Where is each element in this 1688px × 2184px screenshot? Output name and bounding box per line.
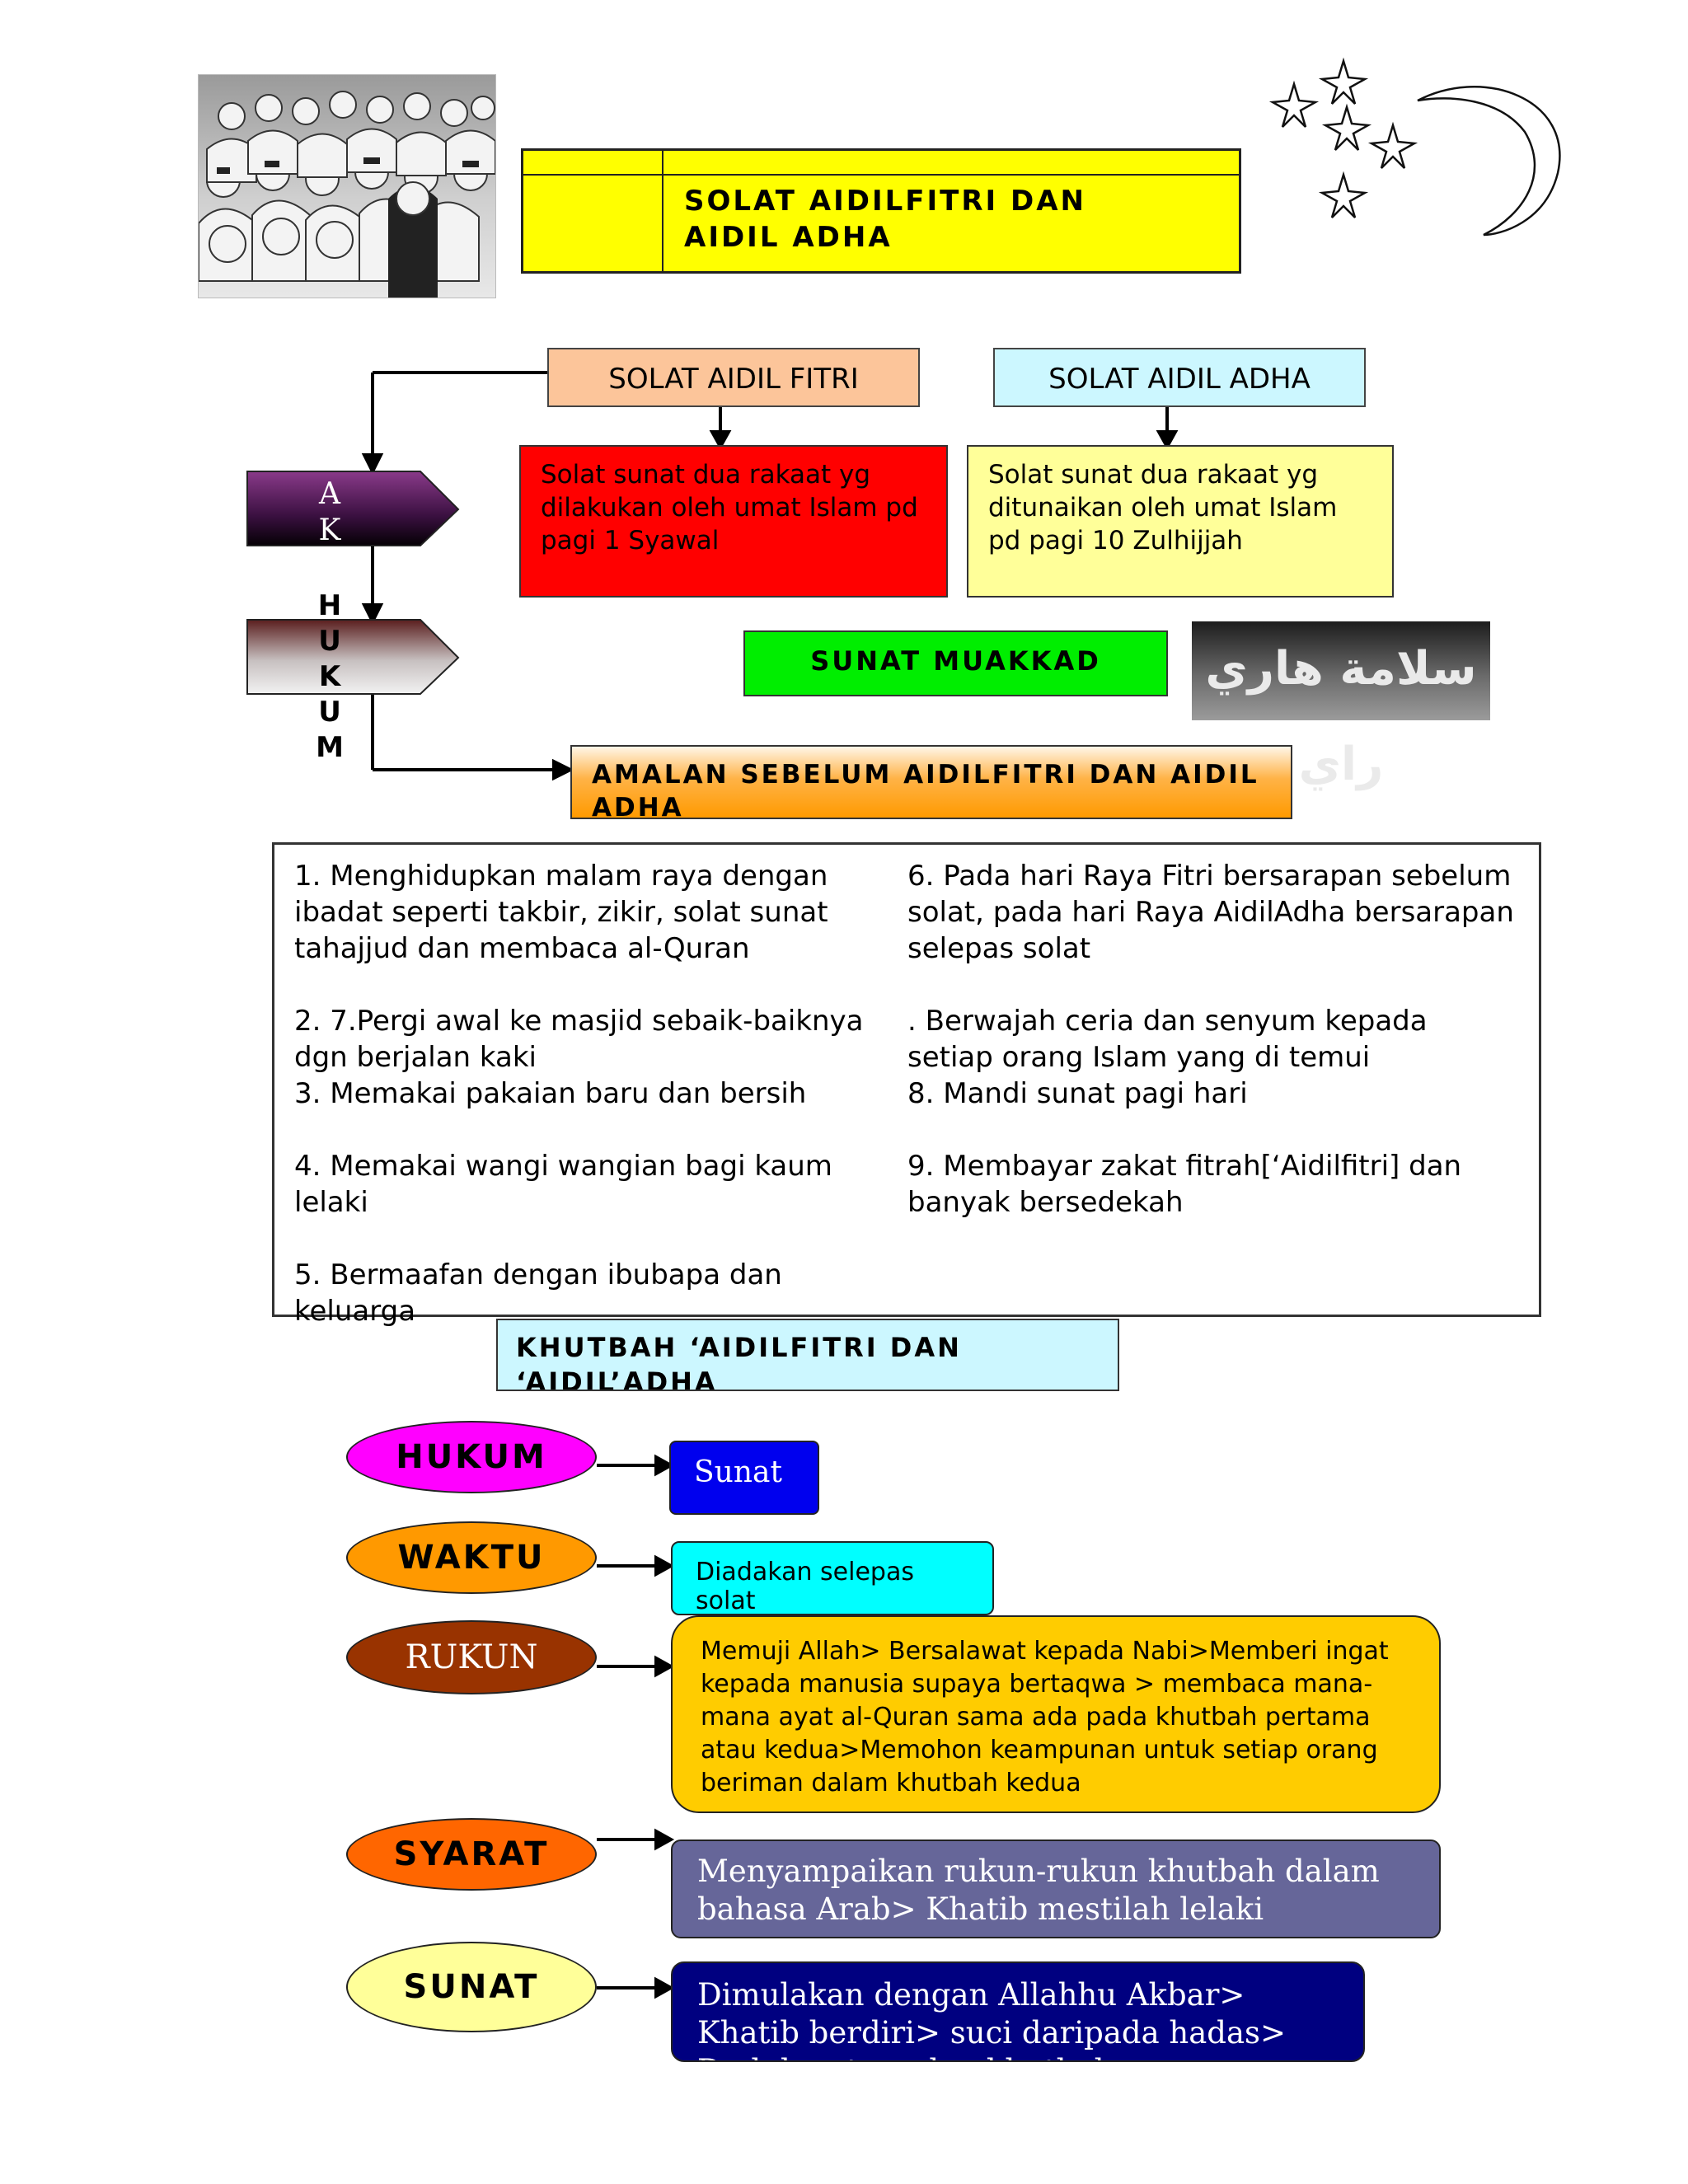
title-box xyxy=(521,148,1241,274)
list-item: 8. Mandi sunat pagi hari xyxy=(907,1077,1248,1110)
star-icon xyxy=(1321,103,1372,151)
khutbah-syarat-value: Menyampaikan rukun-rukun khutbah dalam b… xyxy=(671,1840,1441,1938)
crescent-moon-icon xyxy=(1417,86,1561,237)
khutbah-syarat-label: SYARAT xyxy=(346,1818,597,1891)
hukum-value-box: SUNAT MUAKKAD xyxy=(743,630,1168,696)
arabic-greeting-banner: سلامة هاري راي xyxy=(1192,621,1490,791)
list-item: 9. Membayar zakat fitrah[‘Aidilfitri] da… xyxy=(907,1150,1462,1219)
congregation-illustration xyxy=(198,74,496,298)
amalan-list: 1. Menghidupkan malam raya dengan ibadat… xyxy=(272,842,1541,1328)
khutbah-waktu-value: Diadakan selepas solat xyxy=(671,1541,994,1615)
amalan-title: AMALAN SEBELUM AIDILFITRI DAN AIDIL ADHA xyxy=(570,745,1292,823)
khutbah-sunat-value: Dimulakan dengan Allahhu Akbar> Khatib b… xyxy=(671,1961,1365,2062)
khutbah-sunat-label: SUNAT xyxy=(346,1942,597,2032)
khutbah-rukun-label: RUKUN xyxy=(346,1620,597,1694)
star-icon xyxy=(1268,80,1320,128)
star-icon xyxy=(1367,121,1418,169)
khutbah-waktu-label: WAKTU xyxy=(346,1521,597,1594)
list-item: 2. 7.Pergi awal ke masjid sebaik-baiknya… xyxy=(294,1005,864,1074)
amalan-right-column: 6. Pada hari Raya Fitri bersarapan sebel… xyxy=(907,858,1517,1221)
khutbah-hukum-label: HUKUM xyxy=(346,1421,597,1493)
fitri-label: SOLAT AIDIL FITRI xyxy=(608,363,859,396)
khutbah-rukun-value: Memuji Allah> Bersalawat kepada Nabi>Mem… xyxy=(671,1615,1441,1813)
list-item: 5. Bermaafan dengan ibubapa dan keluarga xyxy=(294,1258,782,1328)
list-item: 1. Menghidupkan malam raya dengan ibadat… xyxy=(294,860,828,965)
list-item: 3. Memakai pakaian baru dan bersih xyxy=(294,1077,807,1110)
adha-label: SOLAT AIDIL ADHA xyxy=(1048,363,1311,396)
page-title: SOLAT AIDILFITRI DAN AIDIL ADHA xyxy=(684,185,1086,254)
ak-arrow-shape xyxy=(246,471,460,546)
khutbah-hukum-value: Sunat xyxy=(669,1441,819,1515)
fitri-definition: Solat sunat dua rakaat yg dilakukan oleh… xyxy=(519,445,948,598)
adha-callout: SOLAT AIDIL ADHA xyxy=(993,348,1366,407)
list-item: . Berwajah ceria dan senyum kepada setia… xyxy=(907,1005,1428,1074)
khutbah-title: KHUTBAH ‘AIDILFITRI DAN ‘AIDIL’ADHA xyxy=(496,1319,1119,1391)
stars-moon-decoration xyxy=(1268,57,1561,237)
people-illustration xyxy=(199,91,495,298)
amalan-left-column: 1. Menghidupkan malam raya dengan ibadat… xyxy=(294,858,871,1329)
adha-definition: Solat sunat dua rakaat yg ditunaikan ole… xyxy=(967,445,1394,598)
star-icon xyxy=(1318,57,1369,105)
hukum-vertical-label: H U K U M xyxy=(316,589,344,764)
list-item: 6. Pada hari Raya Fitri bersarapan sebel… xyxy=(907,860,1514,965)
star-icon xyxy=(1318,171,1369,218)
hukum-arrow-shape xyxy=(246,619,460,695)
ak-label: A K xyxy=(318,477,341,547)
fitri-callout: SOLAT AIDIL FITRI xyxy=(547,348,920,407)
list-item: 4. Memakai wangi wangian bagi kaum lelak… xyxy=(294,1150,832,1219)
